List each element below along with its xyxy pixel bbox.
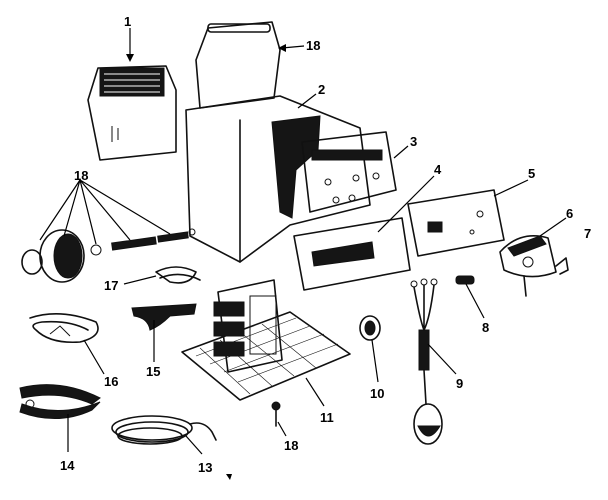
callout-7: 7 bbox=[584, 226, 591, 241]
part-transformer bbox=[181, 279, 351, 401]
part-strain-relief bbox=[155, 266, 201, 284]
callout-4: 4 bbox=[434, 162, 442, 177]
callout-8: 8 bbox=[482, 320, 489, 335]
callout-18-top: 18 bbox=[306, 38, 320, 53]
callout-labels: 1 18 2 3 18 4 5 6 7 17 8 16 15 10 9 11 1… bbox=[60, 14, 591, 475]
callout-11: 11 bbox=[320, 410, 334, 425]
part-handle bbox=[131, 303, 197, 331]
callout-13: 13 bbox=[198, 460, 212, 475]
part-connector bbox=[455, 275, 475, 285]
callout-1: 1 bbox=[124, 14, 131, 29]
callout-16: 16 bbox=[104, 374, 118, 389]
part-power-cord bbox=[29, 313, 99, 344]
part-cable-coil bbox=[111, 415, 217, 445]
callout-17: 17 bbox=[104, 278, 118, 293]
callout-18-left: 18 bbox=[74, 168, 88, 183]
callout-5: 5 bbox=[528, 166, 535, 181]
part-clip bbox=[555, 257, 569, 275]
callout-18-bottom: 18 bbox=[284, 438, 298, 453]
callout-9: 9 bbox=[456, 376, 463, 391]
part-front-panel bbox=[407, 189, 505, 257]
callout-14: 14 bbox=[60, 458, 75, 473]
part-selector-switch bbox=[499, 235, 557, 297]
part-clamp bbox=[19, 384, 101, 420]
callout-6: 6 bbox=[566, 206, 573, 221]
part-ammeter-assembly bbox=[21, 228, 196, 283]
callout-15: 15 bbox=[146, 364, 160, 379]
leader-lines bbox=[39, 28, 567, 480]
part-rear-grille-panel bbox=[87, 65, 177, 161]
callout-2: 2 bbox=[318, 82, 325, 97]
part-nameplate-panel bbox=[293, 217, 411, 291]
part-control-panel bbox=[301, 131, 397, 213]
part-screw bbox=[271, 401, 281, 427]
part-bushing bbox=[359, 315, 381, 341]
callout-3: 3 bbox=[410, 134, 417, 149]
part-test-lead bbox=[410, 278, 443, 445]
part-cabinet-housing bbox=[185, 21, 371, 263]
callout-10: 10 bbox=[370, 386, 384, 401]
